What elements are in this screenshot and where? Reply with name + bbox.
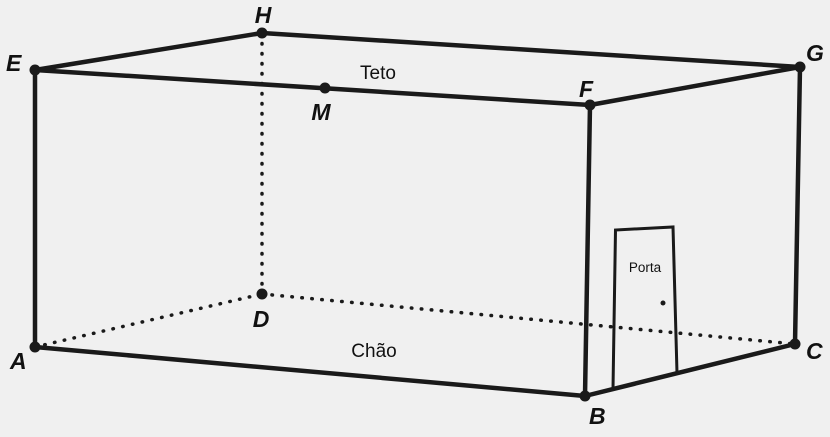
floor-label: Chão xyxy=(351,341,396,362)
edge-DC-dashed xyxy=(260,292,797,346)
edge-GF xyxy=(587,64,803,108)
vertex-D-dot xyxy=(256,288,268,300)
vertex-H-dot xyxy=(256,27,268,39)
vertex-E-dot xyxy=(29,64,41,76)
edge-AD-dashed xyxy=(33,292,264,349)
edge-HG xyxy=(259,30,803,70)
vertex-G-dot xyxy=(794,61,806,73)
point-M-dot xyxy=(319,82,331,94)
edge-EF xyxy=(32,67,593,108)
vertex-label-G: G xyxy=(806,40,824,66)
vertex-label-A: A xyxy=(9,348,27,374)
vertex-label-F: F xyxy=(579,76,594,102)
edge-EH xyxy=(32,30,265,73)
edge-BC xyxy=(582,341,798,399)
door-outline xyxy=(611,225,679,390)
vertex-label-E: E xyxy=(6,50,22,76)
vertex-B-dot xyxy=(579,390,591,402)
edge-BF xyxy=(582,102,593,399)
edge-CG xyxy=(792,64,803,347)
edge-AB xyxy=(32,344,588,399)
vertex-F-dot xyxy=(584,99,596,111)
vertex-label-C: C xyxy=(806,338,823,364)
ceiling-label: Teto xyxy=(360,63,396,84)
door-label: Porta xyxy=(629,260,662,275)
vertex-A-dot xyxy=(29,341,41,353)
vertex-label-B: B xyxy=(589,403,606,429)
vertex-C-dot xyxy=(789,338,801,350)
vertex-label-H: H xyxy=(255,2,272,28)
door-handle-dot xyxy=(660,300,666,306)
point-label-M: M xyxy=(311,99,331,125)
vertex-label-D: D xyxy=(253,306,270,332)
